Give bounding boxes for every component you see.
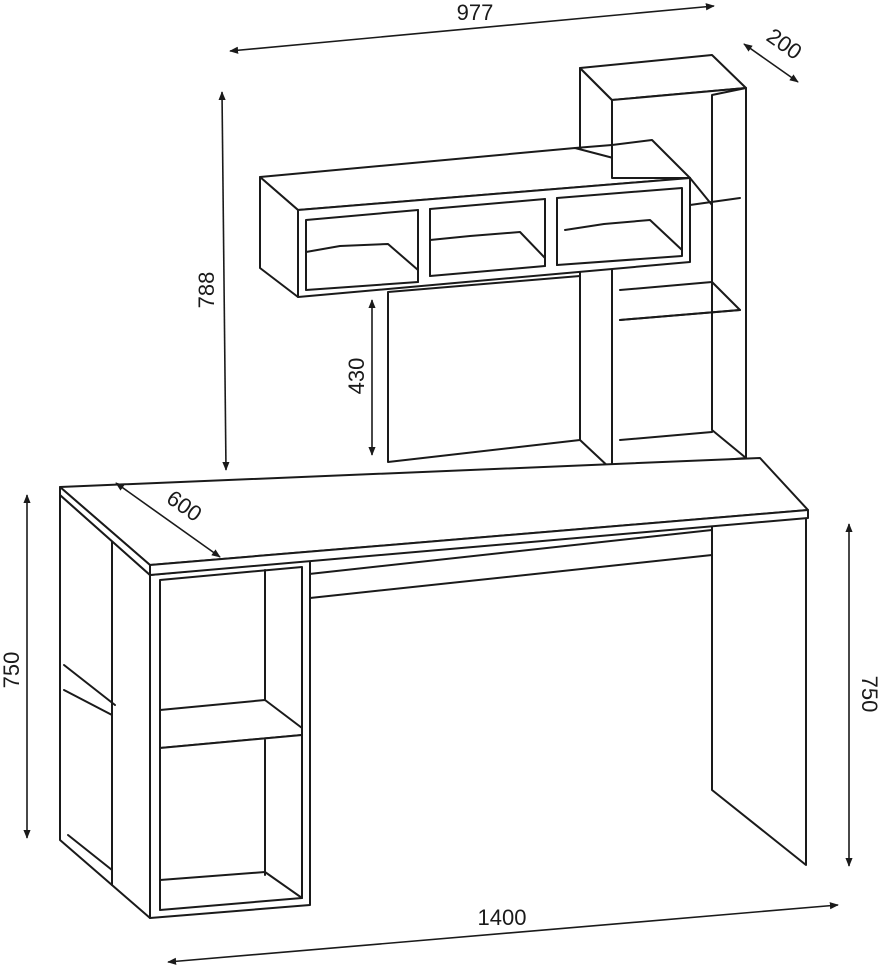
dim-desk-height-left-label: 750 — [0, 652, 24, 689]
dim-hutch-height-label: 788 — [194, 272, 219, 309]
dim-desk-width: 1400 — [167, 902, 839, 965]
dim-hutch-depth: 200 — [743, 23, 807, 83]
dim-desk-height-right-label: 750 — [857, 676, 879, 713]
hutch-cubby-shelf — [259, 139, 691, 298]
desk — [59, 457, 809, 919]
dim-desk-width-label: 1400 — [478, 905, 527, 930]
dim-hutch-width-label: 977 — [457, 0, 494, 25]
dim-desk-height-left: 750 — [0, 494, 31, 839]
dim-desk-height-right: 750 — [845, 523, 879, 867]
dim-hutch-width: 977 — [229, 0, 715, 54]
dim-hutch-height: 788 — [194, 91, 230, 471]
dim-shelf-clearance: 430 — [344, 299, 376, 456]
dim-hutch-depth-label: 200 — [762, 23, 806, 65]
dim-shelf-clearance-label: 430 — [344, 358, 369, 395]
hutch-back-panel — [387, 275, 581, 463]
